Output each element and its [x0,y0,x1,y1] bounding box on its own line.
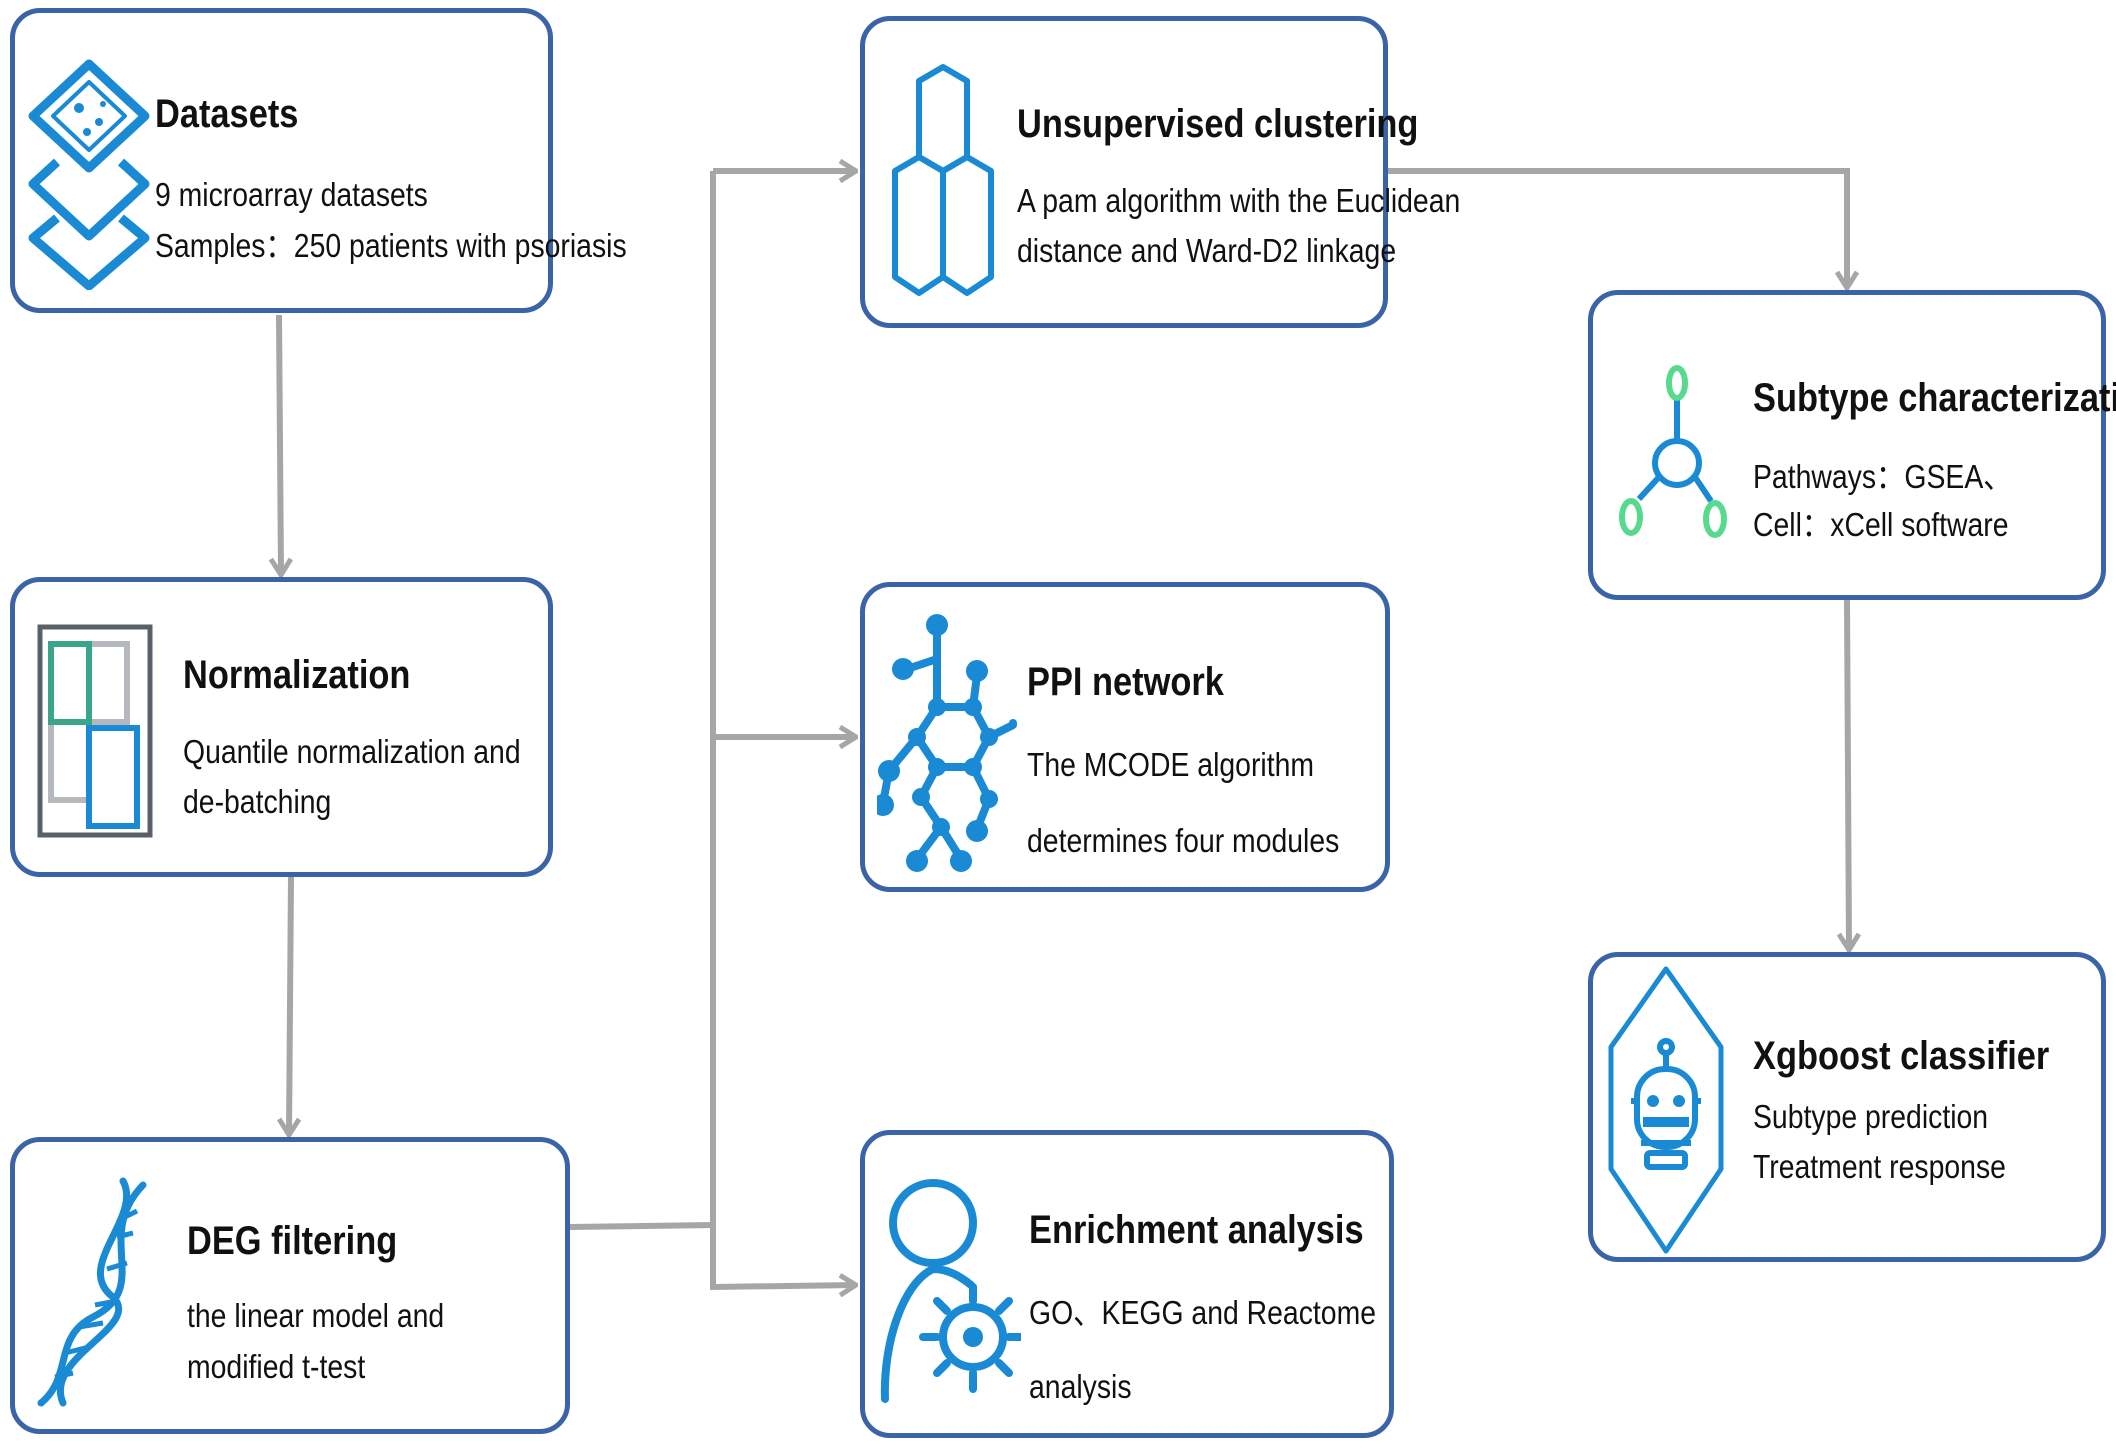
xgboost-classifier-line-1: Subtype prediction [1753,1098,1989,1135]
unsupervised-clustering-line-1: A pam algorithm with the Euclidean [1017,182,1461,219]
datasets-line-1: 9 microarray datasets [155,176,428,213]
edge-deg-enrichment [710,1225,856,1287]
deg-filtering-box: DEG filtering the linear model and modif… [10,1137,570,1434]
xgboost-classifier-title: Xgboost classifier [1753,1034,2050,1078]
edge-deg-trunk [568,171,716,1230]
datasets-box: Datasets 9 microarray datasets Samples：2… [10,8,627,313]
ppi-network-line-2: determines four modules [1027,822,1340,859]
normalization-title: Normalization [183,653,411,697]
enrichment-analysis-box: Enrichment analysis GO、KEGG and Reactome… [860,1130,1394,1438]
hexagon-cluster-icon [892,64,994,296]
person-gear-icon [880,1179,1021,1403]
normalization-box: Normalization Quantile normalization and… [10,577,553,877]
normalization-icon [37,624,153,838]
network-icon [877,614,1017,872]
deg-filtering-line-2: modified t-test [187,1348,366,1385]
subtype-characterization-box: Subtype characterization Pathways：GSEA、 … [1588,290,2116,600]
subtype-characterization-title: Subtype characterization [1753,376,2116,420]
unsupervised-clustering-title: Unsupervised clustering [1017,102,1419,146]
dna-icon [37,1177,147,1407]
xgboost-classifier-box: Xgboost classifier Subtype prediction Tr… [1588,952,2106,1262]
deg-filtering-title: DEG filtering [187,1219,398,1263]
robot-icon [1608,966,1724,1254]
ppi-network-line-1: The MCODE algorithm [1027,746,1315,783]
ppi-network-title: PPI network [1027,660,1224,704]
subtype-characterization-line-1: Pathways：GSEA、 [1753,458,2012,495]
datasets-title: Datasets [155,92,299,136]
unsupervised-clustering-box: Unsupervised clustering A pam algorithm … [860,16,1460,328]
enrichment-analysis-line-1: GO、KEGG and Reactome [1029,1294,1377,1331]
ppi-network-box: PPI network The MCODE algorithm determin… [860,582,1390,892]
edge-clustering-subtype [1388,168,1847,288]
deg-filtering-line-1: the linear model and [187,1297,445,1334]
xgboost-classifier-line-2: Treatment response [1753,1148,2006,1185]
edge-normalization-deg [289,876,291,1135]
datasets-line-2: Samples：250 patients with psoriasis [155,227,627,264]
normalization-line-1: Quantile normalization and [183,733,521,770]
subtype-characterization-line-2: Cell：xCell software [1753,506,2009,543]
enrichment-analysis-line-2: analysis [1029,1368,1132,1405]
molecule-icon [1619,365,1727,538]
edge-datasets-normalization [279,314,281,575]
enrichment-analysis-title: Enrichment analysis [1029,1208,1364,1252]
unsupervised-clustering-line-2: distance and Ward-D2 linkage [1017,232,1397,269]
edge-subtype-xgboost [1847,599,1849,950]
normalization-line-2: de-batching [183,783,332,820]
datasets-icon [28,59,150,290]
